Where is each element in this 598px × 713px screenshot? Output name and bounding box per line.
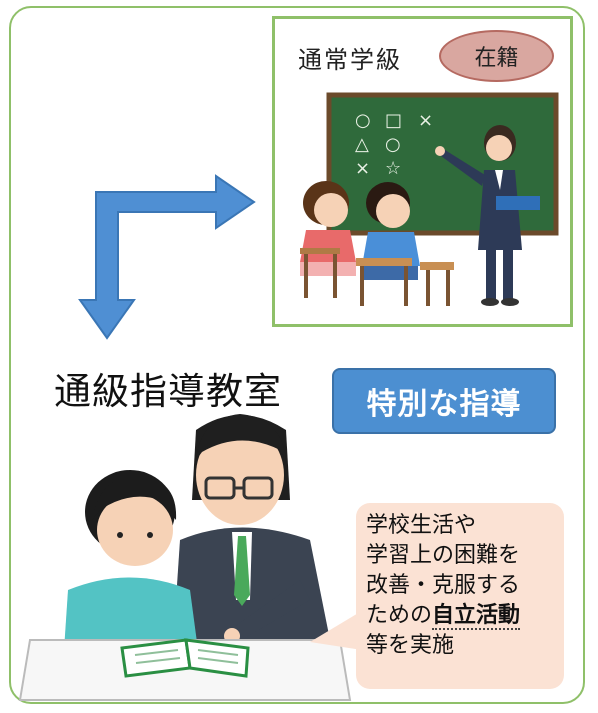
board-symbol: ☆	[385, 158, 401, 179]
board-symbol: ×	[418, 110, 433, 131]
outer-frame	[9, 6, 585, 704]
bubble-emphasis: 自立活動	[432, 603, 521, 630]
board-symbol: △	[355, 134, 369, 155]
resource-room-title: 通級指導教室	[54, 370, 282, 413]
bubble-line: 等を実施	[366, 633, 455, 658]
tutoring-illustration	[18, 414, 352, 701]
enrollment-badge: 在籍	[439, 30, 554, 82]
bubble-line: 改善・克服する	[366, 573, 521, 598]
classroom-illustration: ○ □ × △ ○ × ☆	[300, 92, 559, 306]
flow-arrow	[78, 174, 256, 340]
bubble-line: 学習上の困難を	[366, 543, 521, 568]
desks	[300, 248, 454, 306]
board-symbol: ○	[385, 134, 401, 155]
board-symbol: ○	[355, 110, 371, 131]
board-symbol: □	[385, 110, 402, 131]
bubble-tail	[310, 612, 362, 650]
student-boy	[362, 182, 420, 280]
bubble-line-prefix: ための	[366, 603, 433, 628]
teacher-figure	[435, 125, 540, 306]
special-instruction-label: 特別な指導	[332, 368, 556, 434]
board-symbol: ×	[355, 158, 370, 179]
bubble-line: 学校生活や	[366, 513, 477, 538]
description-bubble: 学校生活や 学習上の困難を 改善・克服する ための自立活動 等を実施	[356, 503, 564, 689]
student-girl	[300, 181, 356, 276]
bubble-line: ための自立活動	[366, 601, 554, 631]
regular-class-title: 通常学級	[298, 46, 402, 74]
study-desk	[18, 638, 352, 701]
child-figure	[64, 470, 198, 650]
